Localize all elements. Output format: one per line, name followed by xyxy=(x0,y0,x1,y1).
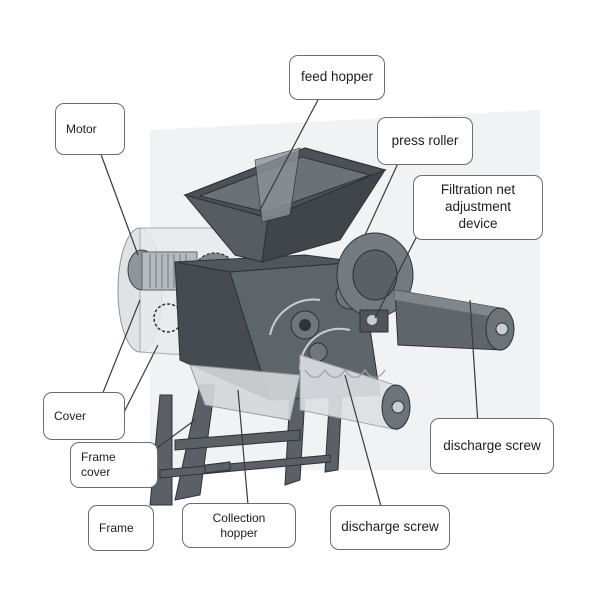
feed-hopper-chute xyxy=(254,147,301,223)
label-press-roller: press roller xyxy=(377,117,473,165)
label-cover: Cover xyxy=(43,392,125,440)
label-feed-hopper: feed hopper xyxy=(289,55,385,100)
label-discharge-screw-right: discharge screw xyxy=(430,418,554,474)
discharge-tube-bottom xyxy=(299,354,399,431)
label-filtration-net-adjustment-device: Filtration net adjustment device xyxy=(413,175,543,240)
label-frame: Frame xyxy=(88,505,154,551)
collection-hopper xyxy=(189,364,301,421)
label-collection-hopper: Collection hopper xyxy=(182,503,296,548)
label-discharge-screw-bottom: discharge screw xyxy=(330,505,450,550)
housing-arc-1 xyxy=(269,298,321,336)
screw-flights xyxy=(304,368,386,379)
label-frame-cover: Frame cover xyxy=(70,442,158,488)
filtration-label-line-1: Filtration net xyxy=(440,182,516,198)
filtration-label-line-2: adjustment device xyxy=(444,199,512,231)
feed-hopper-body-right xyxy=(261,168,387,263)
label-motor: Motor xyxy=(55,103,125,155)
